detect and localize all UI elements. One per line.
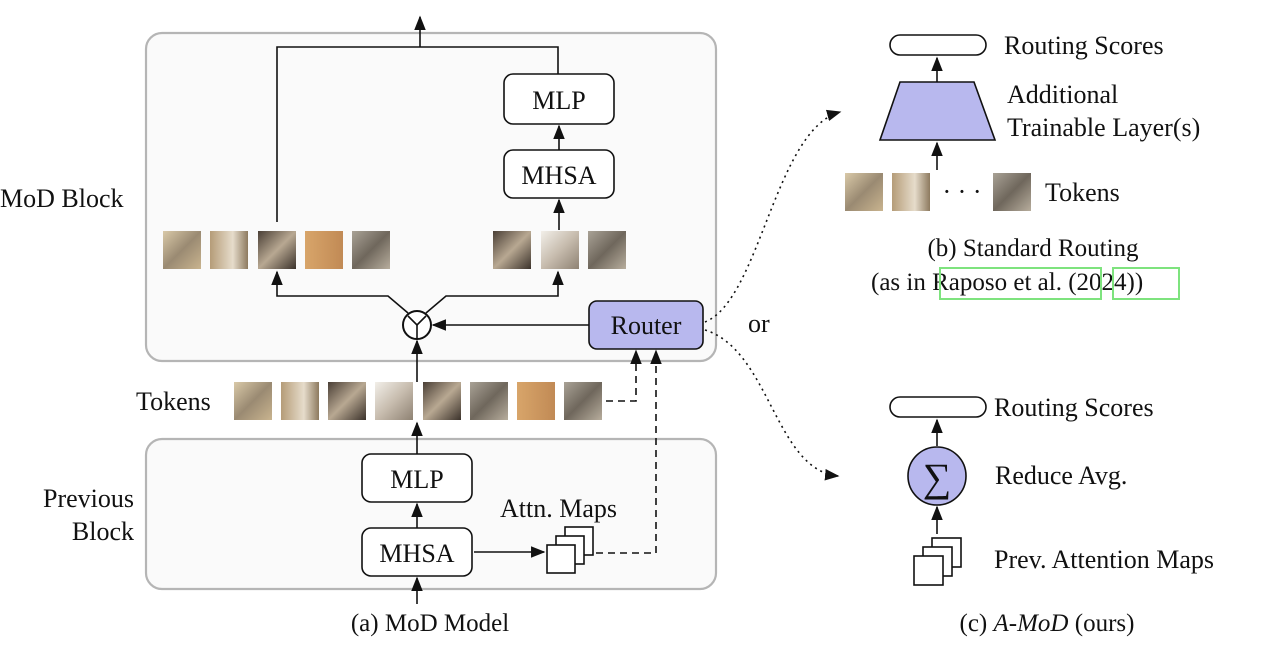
trainable-layer-label-2: Trainable Layer(s) bbox=[1007, 113, 1200, 142]
skip-connection-line bbox=[276, 46, 559, 222]
router-box bbox=[588, 300, 704, 350]
input-token bbox=[375, 382, 413, 420]
attn-maps-label: Attn. Maps bbox=[500, 494, 617, 523]
input-token bbox=[234, 382, 272, 420]
standard-token bbox=[845, 173, 883, 211]
or-label: or bbox=[748, 309, 770, 338]
routing-scores-label-c: Routing Scores bbox=[994, 393, 1154, 422]
standard-token bbox=[892, 173, 930, 211]
routed-token bbox=[588, 231, 626, 269]
citation-link-author[interactable]: Raposo et al. bbox=[932, 269, 1062, 296]
routed-token bbox=[541, 231, 579, 269]
previous-block-label-1: Previous bbox=[43, 484, 134, 513]
skipped-token bbox=[305, 231, 343, 269]
input-token bbox=[470, 382, 508, 420]
prev-mlp-box bbox=[361, 453, 473, 503]
caption-b-line-2: (as in Raposo et al. (2024)) bbox=[871, 269, 1143, 296]
input-token bbox=[564, 382, 602, 420]
input-token-row bbox=[234, 382, 602, 420]
prev-mhsa-box bbox=[361, 527, 473, 577]
dotted-arrow-to-standard bbox=[704, 109, 842, 323]
input-token bbox=[517, 382, 555, 420]
dotted-arrow-to-amod bbox=[704, 329, 840, 481]
trainable-layer-icon bbox=[878, 81, 997, 141]
routing-scores-label-b: Routing Scores bbox=[1004, 31, 1164, 60]
tokens-to-router-dashed-arrow bbox=[606, 349, 642, 402]
input-token bbox=[423, 382, 461, 420]
sum-symbol: ∑ bbox=[923, 455, 952, 500]
attn-maps-icon bbox=[546, 526, 594, 574]
caption-a: (a) MoD Model bbox=[351, 610, 509, 637]
caption-b-line-1: (b) Standard Routing bbox=[927, 235, 1139, 262]
citation-box-year bbox=[1112, 267, 1180, 300]
skipped-token-row bbox=[163, 231, 390, 269]
skipped-token bbox=[210, 231, 248, 269]
standard-token-row bbox=[845, 173, 1031, 211]
token-ellipsis: · · · bbox=[943, 177, 982, 206]
prev-attention-maps-label: Prev. Attention Maps bbox=[994, 545, 1214, 574]
input-token bbox=[328, 382, 366, 420]
mod-mhsa-box bbox=[503, 149, 615, 199]
mod-block-label: MoD Block bbox=[0, 184, 124, 213]
standard-token bbox=[993, 173, 1031, 211]
routed-token-row bbox=[493, 231, 626, 269]
router-label: Router bbox=[611, 311, 682, 340]
mod-mlp-box bbox=[503, 73, 615, 125]
standard-tokens-label: Tokens bbox=[1045, 178, 1120, 207]
prev-mlp-label: MLP bbox=[390, 465, 443, 494]
reduce-avg-label: Reduce Avg. bbox=[995, 461, 1127, 490]
tokens-label: Tokens bbox=[136, 387, 211, 416]
trainable-layer-label-1: Additional bbox=[1007, 80, 1118, 109]
skipped-token bbox=[258, 231, 296, 269]
mod-mhsa-label: MHSA bbox=[521, 161, 596, 190]
routing-scores-bar-c bbox=[889, 396, 987, 418]
routed-token bbox=[493, 231, 531, 269]
skipped-token bbox=[352, 231, 390, 269]
sum-icon bbox=[907, 446, 967, 506]
junction-to-routed-arrow bbox=[425, 270, 564, 314]
prev-mhsa-label: MHSA bbox=[379, 539, 454, 568]
prev-attention-maps-icon bbox=[913, 537, 962, 586]
routing-scores-bar-b bbox=[889, 34, 987, 56]
skipped-token bbox=[163, 231, 201, 269]
citation-box-author bbox=[939, 267, 1102, 300]
mod-mlp-label: MLP bbox=[532, 86, 585, 115]
junction-to-skipped-arrow bbox=[271, 270, 409, 314]
attn-maps-to-router-dashed-arrow bbox=[596, 349, 662, 554]
caption-c: (c) A-MoD (ours) bbox=[960, 610, 1135, 637]
input-token bbox=[281, 382, 319, 420]
previous-block-label-2: Block bbox=[72, 517, 134, 546]
